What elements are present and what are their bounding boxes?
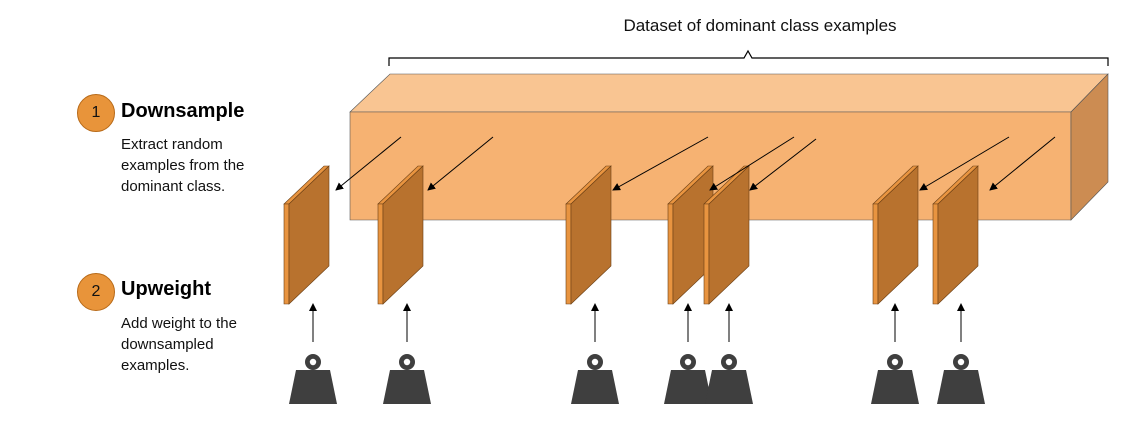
extract-arrow	[427, 136, 494, 191]
upweight-arrows	[309, 303, 965, 342]
extract-arrows	[335, 136, 1056, 191]
extract-arrow	[919, 136, 1010, 191]
example-slab	[872, 165, 919, 305]
weights	[289, 354, 985, 404]
step-2-description: Add weight to the downsampled examples.	[121, 315, 237, 374]
step-2-badge: 2	[77, 273, 115, 311]
extract-arrow	[749, 138, 817, 191]
step-1-badge: 1	[77, 94, 115, 132]
example-slab	[932, 165, 979, 305]
step-1-title: Downsample	[121, 100, 245, 122]
example-slab	[377, 165, 424, 305]
weight-icon	[937, 354, 985, 404]
example-slab	[703, 165, 750, 305]
extract-arrow	[612, 136, 709, 191]
extract-arrow	[709, 136, 795, 191]
downsampled-examples	[283, 165, 979, 305]
weight-icon	[383, 354, 431, 404]
weight-icon	[705, 354, 753, 404]
dataset-brace	[388, 49, 1109, 66]
example-slab	[565, 165, 612, 305]
weight-icon	[871, 354, 919, 404]
dataset-label: Dataset of dominant class examples	[623, 16, 897, 35]
extract-arrow	[989, 136, 1056, 191]
weight-icon	[571, 354, 619, 404]
example-slab	[283, 165, 330, 305]
dataset-block-side	[1070, 73, 1109, 221]
weight-icon	[289, 354, 337, 404]
extract-arrow	[335, 136, 402, 191]
weight-icon	[664, 354, 712, 404]
step-1-description: Extract random examples from the dominan…	[121, 136, 245, 195]
step-2-title: Upweight	[121, 278, 211, 300]
dataset-block-top	[349, 73, 1109, 113]
